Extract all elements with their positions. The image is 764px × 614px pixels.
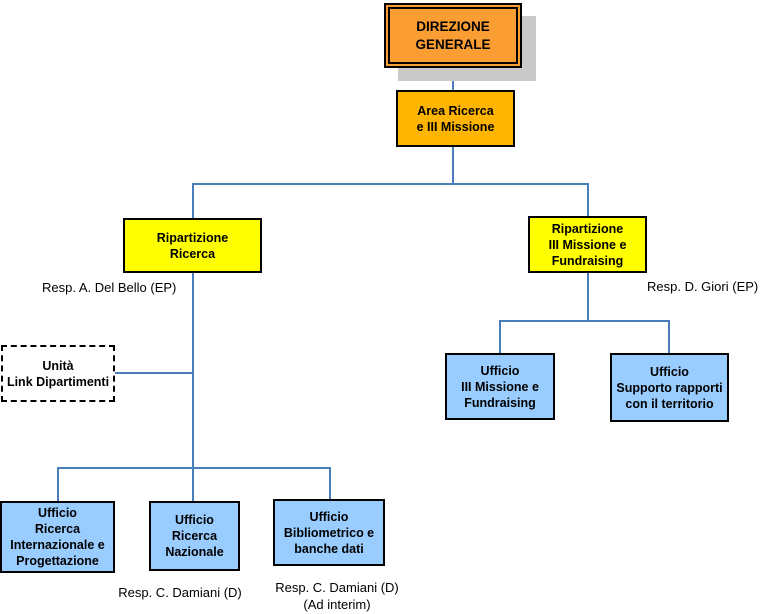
node-label: Internazionale e xyxy=(10,538,105,552)
connector-drop-ufficio-internazionale xyxy=(57,467,59,501)
caption-resp-damiani-interim: Resp. C. Damiani (D) (Ad interim) xyxy=(271,580,403,614)
connector-drop-ufficio-missione xyxy=(499,320,501,353)
node-unita-link-dipartimenti: Unità Link Dipartimenti xyxy=(1,345,115,402)
caption-resp-damiani: Resp. C. Damiani (D) xyxy=(118,585,242,600)
connector-drop-ufficio-supporto xyxy=(668,320,670,353)
node-label: Nazionale xyxy=(165,545,224,559)
node-label: con il territorio xyxy=(625,396,714,411)
connector-right-spine xyxy=(587,273,589,320)
node-label: DIREZIONE xyxy=(416,19,490,35)
node-label: Fundraising xyxy=(464,395,536,410)
caption-line: (Ad interim) xyxy=(303,596,371,612)
connector-top-horizontal xyxy=(192,183,589,185)
node-ufficio-ricerca-nazionale: Ufficio Ricerca Nazionale xyxy=(149,501,240,571)
node-ripartizione-iii-missione: Ripartizione III Missione e Fundraising xyxy=(528,216,647,273)
node-label: Ricerca xyxy=(34,522,81,536)
connector-unita-link xyxy=(115,372,192,374)
node-label: III Missione e xyxy=(461,379,539,394)
node-ufficio-ricerca-internazionale: Ufficio Ricerca Internazionale e Progett… xyxy=(0,501,115,573)
node-label: Ricerca xyxy=(171,529,218,543)
connector-drop-ripartizione-missione xyxy=(587,183,589,216)
connector-bottom-horizontal xyxy=(57,467,330,469)
node-direzione-generale: DIREZIONE GENERALE xyxy=(384,3,522,68)
node-ufficio-bibliometrico: Ufficio Bibliometrico e banche dati xyxy=(273,499,385,566)
node-label: Bibliometrico e xyxy=(283,525,375,540)
connector-right-horizontal xyxy=(499,320,670,322)
connector-drop-ufficio-bibliometrico xyxy=(329,467,331,499)
node-label: Progettazione xyxy=(16,554,99,568)
node-label: Link Dipartimenti xyxy=(6,374,110,389)
node-label: banche dati xyxy=(294,541,364,556)
node-label: Ripartizione xyxy=(156,230,229,245)
node-label: Ufficio xyxy=(650,364,689,379)
node-ufficio-iii-missione: Ufficio III Missione e Fundraising xyxy=(445,353,555,420)
node-area-ricerca-iii-missione: Area Ricerca e III Missione xyxy=(396,90,515,147)
node-label: Unità xyxy=(42,358,74,373)
node-ripartizione-ricerca: Ripartizione Ricerca xyxy=(123,218,262,273)
node-label: Ripartizione xyxy=(551,221,624,236)
caption-line: Resp. C. Damiani (D) xyxy=(275,580,399,595)
connector-area-down xyxy=(452,147,454,183)
connector-root-to-area xyxy=(452,68,454,90)
connector-drop-ripartizione-ricerca xyxy=(192,183,194,218)
connector-left-spine xyxy=(192,273,194,501)
node-ufficio-supporto-territorio: Ufficio Supporto rapporti con il territo… xyxy=(610,353,729,422)
node-label: Supporto rapporti xyxy=(616,380,723,395)
node-label: Ufficio xyxy=(480,363,520,378)
caption-resp-del-bello: Resp. A. Del Bello (EP) xyxy=(42,280,177,295)
node-label: Area Ricerca xyxy=(417,103,494,118)
caption-resp-giori: Resp. D. Giori (EP) xyxy=(647,279,759,294)
node-label: Ufficio xyxy=(175,513,214,527)
node-label: Ricerca xyxy=(169,246,216,261)
node-label: e III Missione xyxy=(416,119,495,134)
node-label: III Missione e xyxy=(548,237,627,252)
node-label: Fundraising xyxy=(551,253,624,268)
node-label: GENERALE xyxy=(415,36,491,52)
node-label: Ufficio xyxy=(38,506,77,520)
node-label: Ufficio xyxy=(309,509,349,524)
